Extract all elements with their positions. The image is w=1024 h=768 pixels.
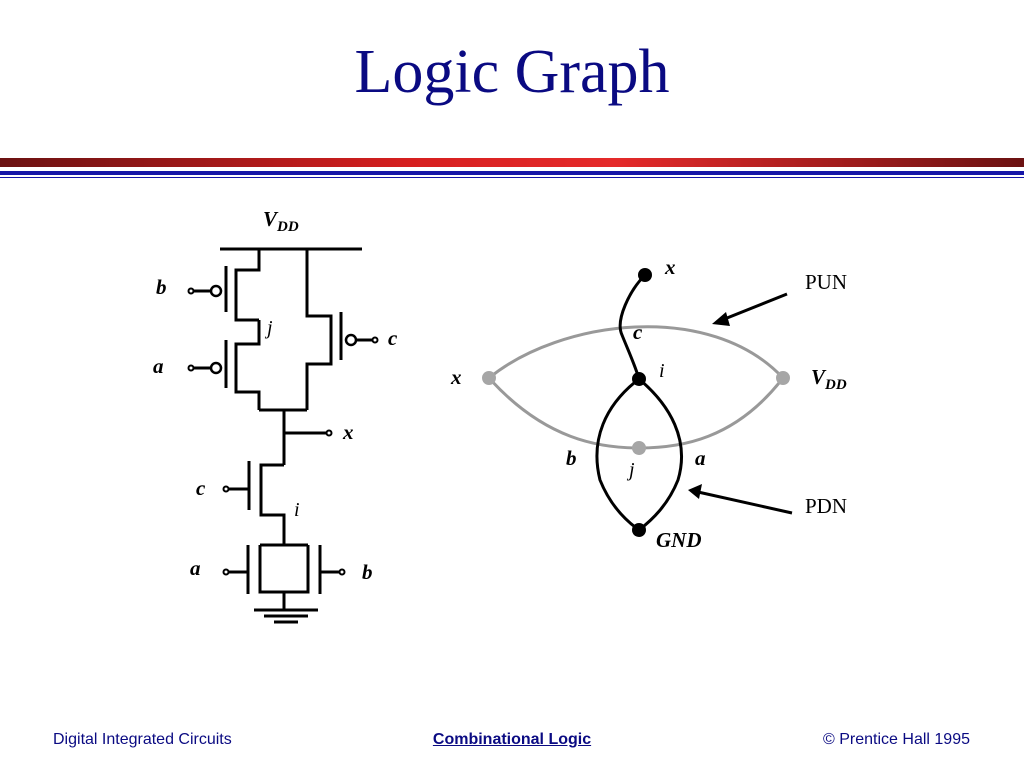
graph-node-x-top-label: x <box>664 255 676 279</box>
graph-node-x-left-label: x <box>450 365 462 389</box>
graph-node-gnd-label: GND <box>656 528 702 552</box>
circuit-input-b-top-label: b <box>156 275 167 299</box>
circuit-input-c-bottom-label: c <box>196 476 206 500</box>
graph-node-x-left <box>482 371 496 385</box>
ground-symbol <box>254 592 318 624</box>
graph-node-x-top <box>638 268 652 282</box>
footer-copyright: © Prentice Hall 1995 <box>823 731 970 748</box>
circuit-input-b-bottom-label: b <box>362 560 373 584</box>
header-divider-blue-thin <box>0 177 1024 178</box>
pun-arrow <box>712 292 788 326</box>
pmos-a-transistor <box>187 320 261 410</box>
graph-node-gnd <box>632 523 646 537</box>
circuit-node-j-label: j <box>264 317 273 339</box>
graph-node-i <box>632 372 646 386</box>
output-x-terminal <box>325 429 333 437</box>
pdn-edge-a <box>638 377 683 532</box>
circuit-input-c-top-label: c <box>388 326 398 350</box>
graph-node-vdd <box>776 371 790 385</box>
header-divider-blue <box>0 171 1024 175</box>
graph-edge-b-label: b <box>566 446 577 470</box>
header-divider-gap <box>0 167 1024 171</box>
graph-node-j <box>632 441 646 455</box>
pun-edge-c <box>488 325 785 380</box>
pun-label: PUN <box>805 270 847 294</box>
circuit-vdd-label: VDD <box>263 207 299 235</box>
cmos-circuit <box>187 247 379 624</box>
pun-edge-b <box>487 376 640 450</box>
header-divider-red <box>0 158 1024 167</box>
pmos-c-transistor <box>305 249 379 410</box>
nmos-c-transistor <box>222 461 286 545</box>
graph-node-i-label: i <box>659 360 665 382</box>
graph-edge-a-label: a <box>695 446 706 470</box>
nmos-b-transistor <box>284 545 346 594</box>
slide-title: Logic Graph <box>354 38 670 106</box>
circuit-output-x-label: x <box>342 420 354 444</box>
pmos-b-transistor <box>187 249 261 322</box>
circuit-node-i-label: i <box>294 499 300 521</box>
pdn-label: PDN <box>805 494 847 518</box>
circuit-input-a-bottom-label: a <box>190 556 201 580</box>
graph-edge-c-label: c <box>633 320 643 344</box>
graph-node-vdd-label: VDD <box>811 365 847 393</box>
pdn-edge-b <box>595 377 640 532</box>
nmos-a-transistor <box>222 545 284 594</box>
pdn-edge-c <box>618 273 647 380</box>
circuit-input-a-top-label: a <box>153 354 164 378</box>
logic-graph <box>482 268 793 537</box>
footer-course-title: Digital Integrated Circuits <box>53 731 232 748</box>
header-divider-gap-2 <box>0 175 1024 177</box>
footer-section-title: Combinational Logic <box>432 731 592 748</box>
pun-edge-a <box>638 377 785 450</box>
pdn-arrow <box>688 484 793 515</box>
graph-node-j-label: j <box>626 459 635 481</box>
